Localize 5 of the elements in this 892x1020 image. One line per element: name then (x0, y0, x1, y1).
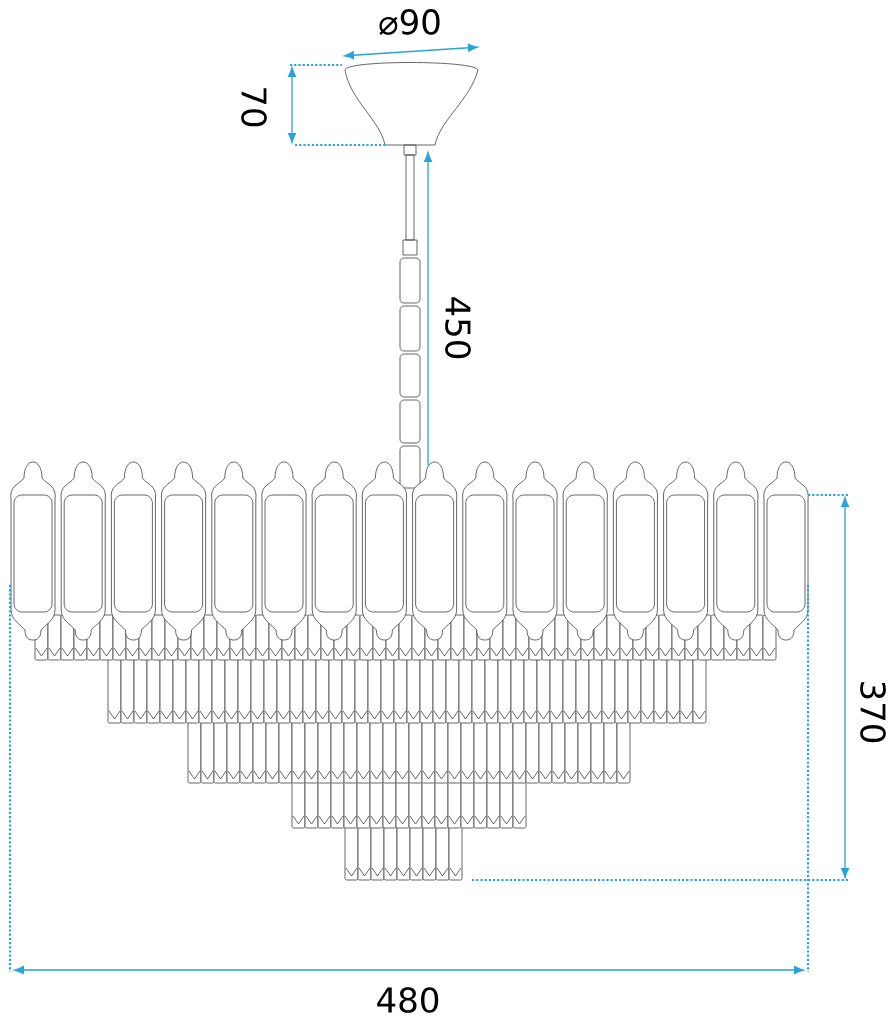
dimension-label: ⌀90 (379, 9, 440, 35)
dimension-label: 70 (241, 88, 267, 127)
dimension-label: 450 (445, 297, 471, 359)
dimension-label: 370 (860, 682, 886, 743)
dimension-label: 480 (377, 987, 439, 1013)
